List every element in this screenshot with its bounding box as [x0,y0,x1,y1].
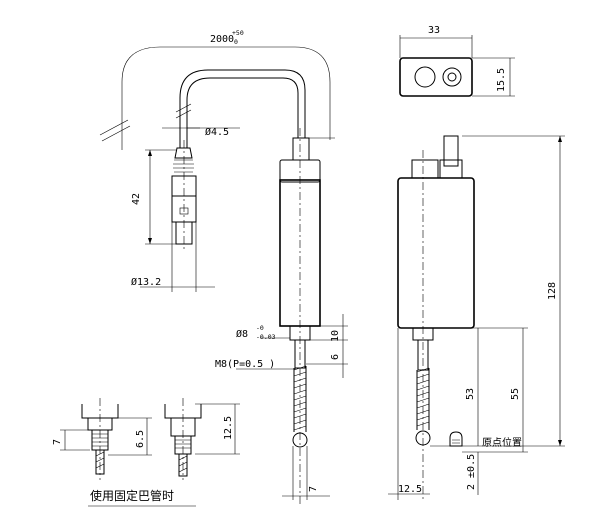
sensor-front-view [279,128,321,505]
dim-8-tol-lower: -0.03 [256,333,276,341]
dim-55: 55 [510,388,521,400]
clamp-detail-1: 7 6.5 [52,398,152,480]
label-origin-position: 原点位置 [482,436,522,449]
dim-33: 33 [428,25,440,36]
dim-cable-diameter: Ø4.5 [162,120,240,138]
dim-4-5: Ø4.5 [205,126,229,138]
dim-tip-offset: 12.5 [388,328,430,500]
dim-12-5-clamp: 12.5 [223,416,234,440]
dim-2000: 2000 [210,34,234,45]
dim-thread: M8(P=0.5 ) [215,359,275,370]
dim-15-5: 15.5 [496,68,507,92]
dim-stroke: 53 55 原点位置 2 ±0.5 [433,327,528,495]
dim-tip-width: 7 [282,446,330,500]
dim-total-height: 128 [430,135,565,447]
clamp-detail-2: 12.5 [164,398,240,480]
dim-7-clamp: 7 [52,439,63,445]
dim-2-0-5: 2 ±0.5 [466,454,477,490]
dim-12-5-bottom: 12.5 [398,484,422,495]
dim-13-2: Ø13.2 [131,276,161,288]
dim-8-tol-upper: -0 [256,324,264,332]
dim-connector-length: 42 [131,149,176,245]
dim-2000-tol-plus: +50 [232,29,244,37]
dim-2000-tol-minus: 0 [234,38,238,46]
dim-10: 10 [330,330,341,342]
dim-42: 42 [131,193,142,205]
sensor-top-view: 33 15.5 [399,25,515,97]
dim-128: 128 [547,282,558,300]
sensor-side-view [397,135,475,500]
dim-6: 6 [330,354,341,360]
dim-53: 53 [465,388,476,400]
dim-6-5-clamp: 6.5 [135,430,146,448]
dim-connector-diameter: Ø13.2 [131,222,215,292]
dim-cable-length: 2000 +50 0 [99,29,335,150]
dim-shaft: Ø8 -0 -0.03 10 6 M8(P=0.5 ) [215,314,348,378]
dim-7-bottom: 7 [308,486,319,492]
clamp-caption: 使用固定巴管时 [90,488,174,503]
cable-assembly [171,69,306,252]
dim-8: Ø8 [236,328,248,340]
